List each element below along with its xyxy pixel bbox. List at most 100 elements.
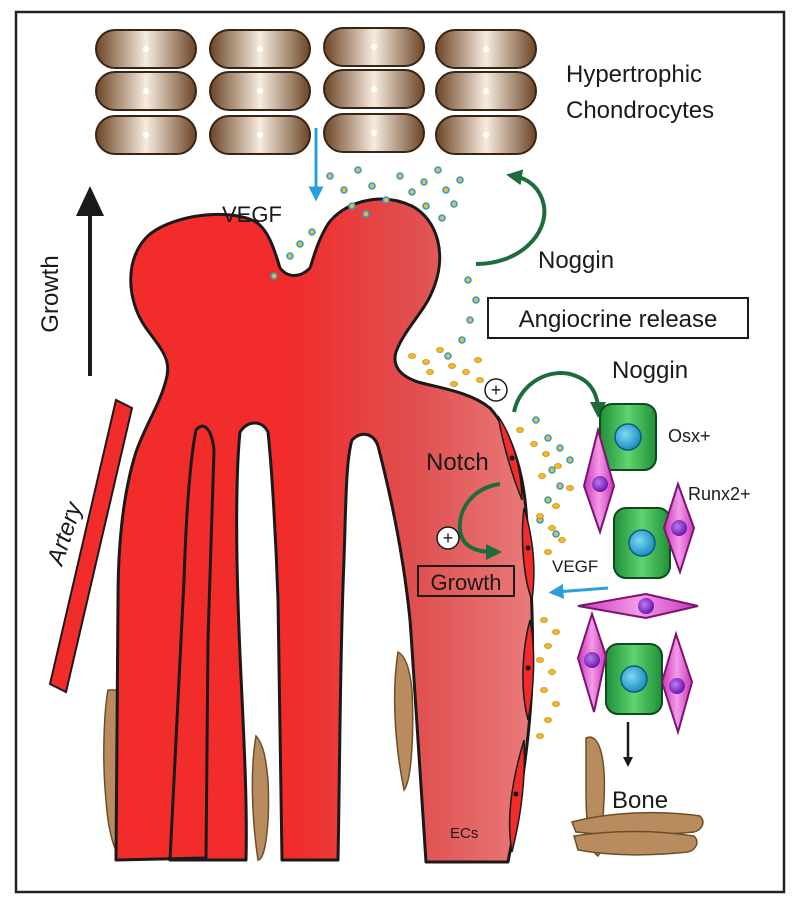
vegf-granule <box>348 202 356 210</box>
noggin-right-label: Noggin <box>612 357 688 384</box>
vegf-granule <box>362 210 370 218</box>
noggin-granule <box>552 701 560 707</box>
ecs-label: ECs <box>450 825 478 842</box>
noggin-granule <box>552 629 560 635</box>
noggin-granule <box>422 359 430 365</box>
notch-arrow <box>457 482 502 560</box>
chondrocytes-label-line1: Hypertrophic <box>566 61 702 88</box>
vegf-granule <box>444 352 452 360</box>
vegf-granule <box>434 166 442 174</box>
noggin-right-arrow <box>512 371 606 418</box>
noggin-granule <box>544 643 552 649</box>
plus-sign-upper: + <box>491 380 502 400</box>
noggin-granule <box>548 669 556 675</box>
noggin-granule <box>542 451 550 457</box>
noggin-granule <box>536 733 544 739</box>
artery-vessel <box>48 398 134 694</box>
noggin-granule <box>548 525 556 531</box>
growth-arrow-head <box>76 186 104 216</box>
noggin-granule <box>536 657 544 663</box>
osteoprogenitor-cells <box>599 403 671 715</box>
vegf-granule <box>544 496 552 504</box>
noggin-granule <box>476 377 484 383</box>
growth-box-label: Growth <box>431 570 502 595</box>
vegf-granule <box>458 336 466 344</box>
vegf-granule <box>466 316 474 324</box>
chondrocyte-cell <box>209 115 311 155</box>
chondrocyte-cell <box>209 29 311 69</box>
runx2-cell <box>660 630 694 736</box>
noggin-granule <box>538 473 546 479</box>
vegf-granule <box>556 444 564 452</box>
vegf-granule <box>270 272 278 280</box>
noggin-top-label: Noggin <box>538 247 614 274</box>
runx2-label: Runx2+ <box>688 484 751 504</box>
angiocrine-release-box <box>487 297 749 339</box>
vegf-granule <box>420 178 428 186</box>
noggin-granule <box>554 463 562 469</box>
noggin-granule <box>540 617 548 623</box>
noggin-granule <box>462 369 470 375</box>
osx-cell <box>599 403 657 471</box>
chondrocyte-cell <box>95 115 197 155</box>
chondrocyte-cell <box>323 27 425 67</box>
noggin-granule <box>408 353 416 359</box>
runx2-cells <box>576 426 699 736</box>
noggin-granule <box>516 427 524 433</box>
vegf-granule <box>408 188 416 196</box>
vegf-granule <box>308 228 316 236</box>
vegf-granule <box>442 186 450 194</box>
osx-cell <box>605 643 663 715</box>
vegf-granule <box>326 172 334 180</box>
vegf-granule <box>340 186 348 194</box>
vegf-granule <box>450 200 458 208</box>
chondrocyte-cell <box>323 69 425 109</box>
chondrocyte-cell <box>435 29 537 69</box>
chondrocyte-cell <box>95 29 197 69</box>
vegf-granule <box>296 240 304 248</box>
noggin-granule <box>530 441 538 447</box>
chondrocyte-cell <box>209 71 311 111</box>
vegf-granule <box>532 416 540 424</box>
chondrocyte-cell <box>435 71 537 111</box>
bone-pieces <box>570 736 704 857</box>
vegf-granule <box>286 252 294 260</box>
bone-label: Bone <box>612 787 668 814</box>
runx2-cell <box>577 592 699 620</box>
runx2-cell <box>576 610 608 713</box>
vegf-granule <box>456 176 464 184</box>
noggin-granule <box>552 503 560 509</box>
vegf-right-label: VEGF <box>552 557 598 576</box>
plus-circle-upper <box>484 378 508 402</box>
chondrocyte-cell <box>435 115 537 155</box>
endothelial-cells <box>497 415 535 853</box>
vegf-granule <box>368 182 376 190</box>
vegf-right-arrow <box>548 583 609 599</box>
vegf-granule <box>548 466 556 474</box>
growth-box <box>417 565 515 597</box>
noggin-granule <box>436 347 444 353</box>
vegf-granule <box>438 214 446 222</box>
secreted-granules <box>270 166 574 739</box>
vegf-granule <box>552 530 560 538</box>
osx-label: Osx+ <box>668 426 711 446</box>
noggin-granule <box>566 485 574 491</box>
noggin-top-arrow <box>475 169 547 266</box>
chondrocyte-cell <box>95 71 197 111</box>
noggin-granule <box>448 363 456 369</box>
runx2-cell <box>662 480 696 576</box>
noggin-granule <box>450 381 458 387</box>
vegf-granule <box>472 296 480 304</box>
plus-sign-lower: + <box>443 528 454 548</box>
plus-circle-lower <box>436 526 460 550</box>
vegf-granule <box>566 456 574 464</box>
angiocrine-release-label: Angiocrine release <box>519 306 718 333</box>
vegf-granule <box>556 482 564 490</box>
noggin-granule <box>536 513 544 519</box>
vegf-granule <box>422 202 430 210</box>
chondrocyte-cell <box>323 113 425 153</box>
vegf-granule <box>544 434 552 442</box>
noggin-granule <box>544 717 552 723</box>
vegf-top-label: VEGF <box>222 202 282 227</box>
